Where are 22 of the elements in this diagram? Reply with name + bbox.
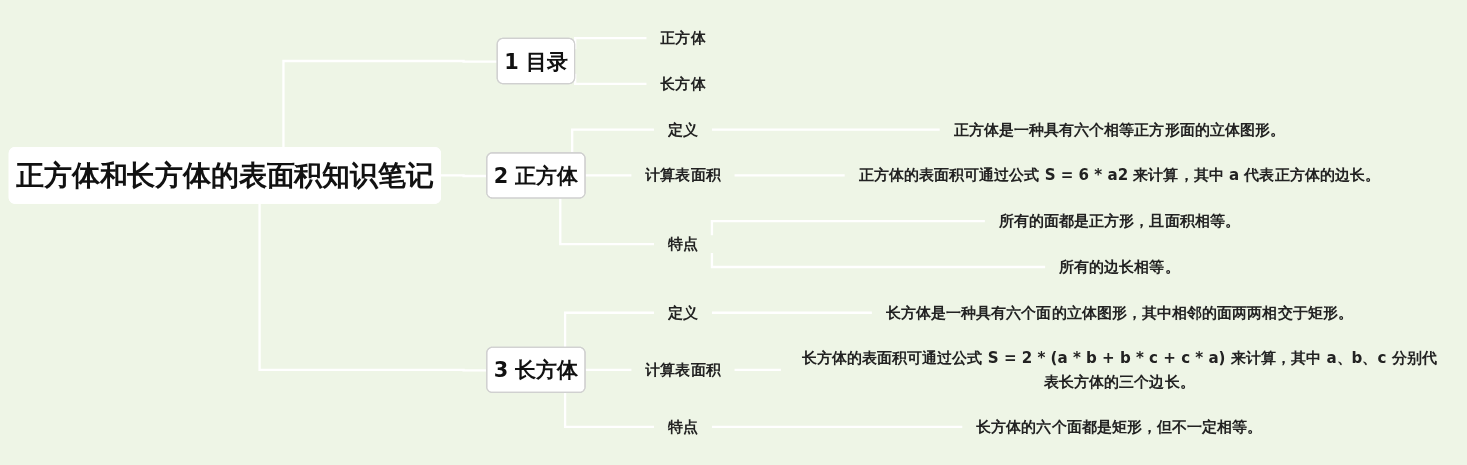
node-text: 特点 xyxy=(667,417,699,436)
connector xyxy=(710,220,985,236)
node-text: 长方体是一种具有六个面的立体图形，其中相邻的面两两相交于矩形。 xyxy=(885,303,1353,322)
node-text: 长方体的表面积可通过公式 S = 2 * (a * b + b * c + c * a) 来计算，其中 a、b、c 分别代表长方体的三个边长。 xyxy=(801,349,1437,390)
node-text: 正方体的表面积可通过公式 S = 6 * a2 来计算，其中 a 代表正方体的边长。 xyxy=(858,166,1381,184)
connector xyxy=(563,393,654,429)
connector xyxy=(571,128,654,154)
node-text: 所有的边长相等。 xyxy=(1059,258,1180,276)
node-text: 正方体 xyxy=(660,29,706,47)
node-text: 所有的面都是正方形，且面积相等。 xyxy=(998,212,1240,230)
connector xyxy=(710,252,1046,269)
node-text: 定义 xyxy=(667,303,699,322)
connector xyxy=(559,198,654,246)
node-text: 正方体是一种具有六个相等正方形面的立体图形。 xyxy=(953,120,1286,139)
node-text: 长方体 xyxy=(660,74,706,93)
node-text: 计算表面积 xyxy=(645,360,721,379)
connector xyxy=(563,311,654,348)
connector xyxy=(282,59,498,149)
node-text: 长方体的六个面都是矩形，但不一定相等。 xyxy=(976,417,1263,436)
node-text: 计算表面积 xyxy=(645,166,721,184)
node-text: 定义 xyxy=(667,120,699,139)
node-text: 特点 xyxy=(667,235,699,253)
